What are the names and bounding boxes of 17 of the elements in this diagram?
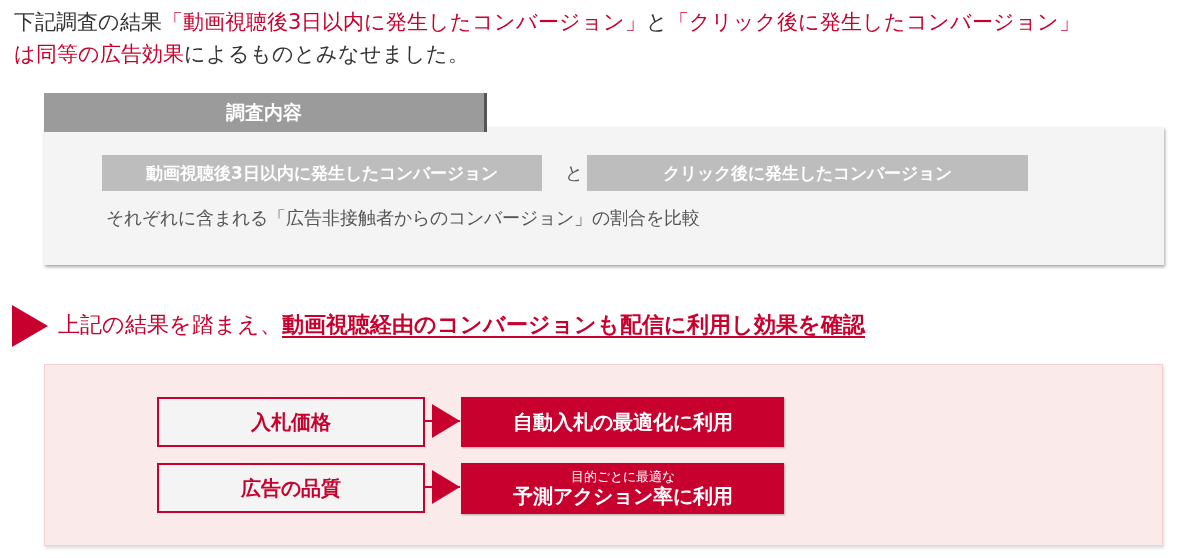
result-panel bbox=[44, 364, 1163, 546]
heading-text: 下記調査の結果「動画視聴後3日以内に発生したコンバージョン」と「クリック後に発生したコンバージョン」は同等の広告効果によるものとみなせました。 bbox=[14, 9, 1082, 68]
category-box: 動画視聴後3日以内に発生したコンバージョン bbox=[102, 155, 542, 191]
conjunction-text: と bbox=[564, 161, 584, 185]
category-box: クリック後に発生したコンバージョン bbox=[587, 155, 1028, 191]
arrow bbox=[423, 404, 461, 438]
factor-box: 入札価格 bbox=[157, 397, 425, 447]
section-header: 調査内容 bbox=[44, 93, 487, 132]
note-text: 目的ごとに最適な bbox=[570, 469, 675, 484]
usage-box: 自動入札の最適化に利用 bbox=[461, 397, 784, 447]
usage-box bbox=[461, 463, 784, 514]
box-label: 予測アクション率に利用 bbox=[512, 484, 733, 508]
survey-panel bbox=[44, 93, 1164, 265]
arrow bbox=[423, 470, 461, 504]
description-text: それぞれに含まれる「広告非接触者からのコンバージョン」の割合を比較 bbox=[106, 206, 700, 230]
conclusion-text: 上記の結果を踏まえ、動画視聴経由のコンバージョンも配信に利用し効果を確認 bbox=[58, 311, 865, 339]
factor-box: 広告の品質 bbox=[157, 463, 425, 513]
